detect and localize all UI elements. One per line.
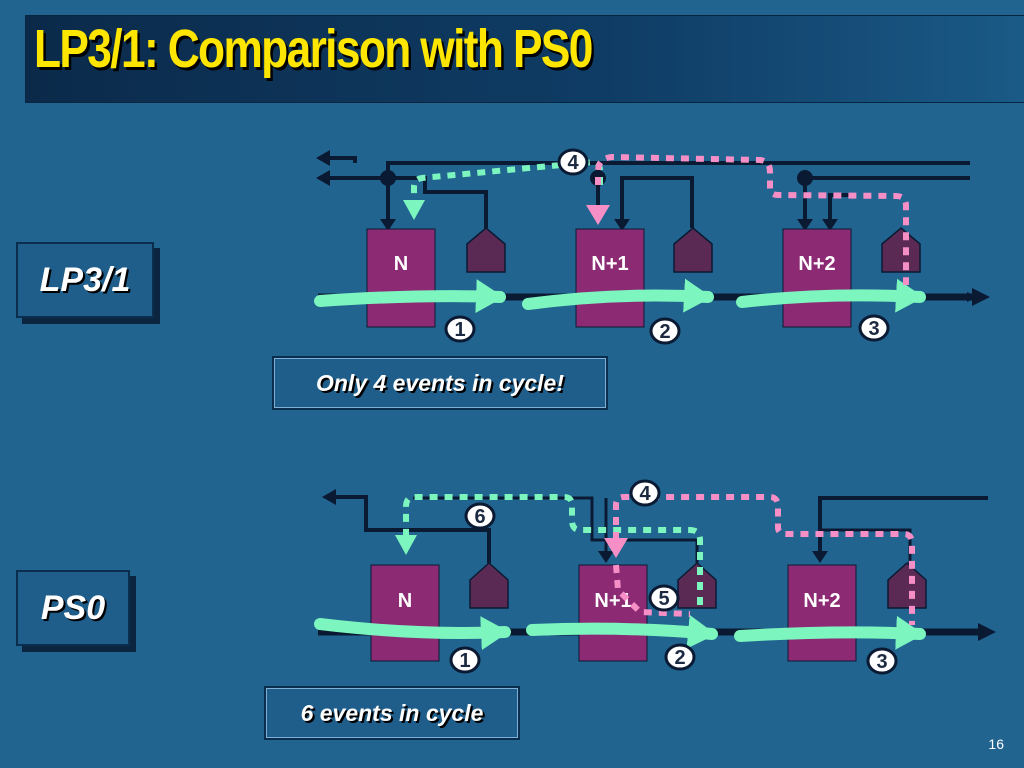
lp31-wire-c2 bbox=[620, 176, 694, 228]
svg-text:3: 3 bbox=[876, 651, 887, 673]
lp31-req-arrowhead bbox=[586, 205, 610, 225]
ps0-event-4: 4 bbox=[629, 479, 661, 507]
lp31-flow-2 bbox=[522, 278, 714, 313]
ps0-c-element-3 bbox=[887, 561, 927, 609]
ps0-wire-a bbox=[330, 495, 491, 563]
ps0-label: PS0 bbox=[16, 570, 130, 646]
svg-text:1: 1 bbox=[454, 319, 465, 341]
svg-text:5: 5 bbox=[658, 588, 669, 610]
ps0-stage-n1-label: N+1 bbox=[594, 590, 631, 612]
lp31-stage-n1-label: N+1 bbox=[591, 253, 628, 275]
ps0-stage-n bbox=[370, 564, 440, 662]
lp31-wire-a bbox=[320, 161, 970, 180]
lp31-ack-out bbox=[320, 156, 357, 163]
ps0-flow-2 bbox=[526, 614, 718, 649]
ps0-note: 6 events in cycle bbox=[264, 686, 520, 740]
svg-text:4: 4 bbox=[639, 483, 651, 505]
lp31-diagram: N N+1 N+2 1 2 3 4 bbox=[314, 148, 990, 345]
ps0-event-1: 1 bbox=[449, 646, 481, 674]
ps0-c-element-1 bbox=[469, 561, 509, 609]
ps0-stage-n-label: N bbox=[398, 590, 412, 612]
lp31-stage-n1 bbox=[575, 228, 645, 328]
lp31-c-element-2 bbox=[673, 227, 713, 273]
svg-text:3: 3 bbox=[868, 318, 879, 340]
ps0-wire-c bbox=[818, 496, 988, 555]
ps0-req-loop bbox=[613, 494, 915, 625]
ps0-event-3: 3 bbox=[866, 647, 898, 675]
ps0-stage-n2 bbox=[787, 564, 857, 662]
lp31-event-2: 2 bbox=[649, 317, 681, 345]
ps0-data-arrowhead bbox=[978, 623, 996, 641]
svg-text:4: 4 bbox=[567, 152, 579, 174]
lp31-req-loop bbox=[595, 153, 909, 285]
ps0-wire-b bbox=[413, 496, 699, 563]
ps0-flow-1 bbox=[314, 616, 511, 651]
lp31-stage-n2 bbox=[782, 228, 852, 328]
lp31-event-4: 4 bbox=[557, 148, 589, 176]
ps0-stage-n2-label: N+2 bbox=[803, 590, 840, 612]
ps0-event-5: 5 bbox=[648, 584, 680, 612]
ps0-diagram: N N+1 N+2 1 2 3 4 bbox=[314, 479, 996, 675]
lp31-junction-1 bbox=[380, 170, 396, 186]
slide-title: LP3/1: Comparison with PS0 bbox=[34, 19, 593, 79]
ps0-req-arrowhead bbox=[604, 538, 628, 558]
lp31-stage-n2-label: N+2 bbox=[798, 253, 835, 275]
svg-text:2: 2 bbox=[674, 647, 685, 669]
ps0-stage-n1 bbox=[578, 564, 648, 662]
lp31-data-arrowhead bbox=[972, 288, 990, 306]
lp31-wire-c1 bbox=[388, 176, 488, 228]
ps0-ack-loop bbox=[395, 494, 703, 605]
lp31-c-element-1 bbox=[466, 227, 506, 273]
lp31-event-3: 3 bbox=[858, 314, 890, 342]
ps0-event-2: 2 bbox=[664, 643, 696, 671]
lp31-flow-1 bbox=[314, 279, 506, 314]
ps0-flow-3 bbox=[734, 615, 926, 650]
svg-text:6: 6 bbox=[474, 506, 485, 528]
lp31-event-1: 1 bbox=[444, 315, 476, 343]
ps0-inner-pink bbox=[613, 564, 691, 617]
slide-number: 16 bbox=[988, 736, 1004, 752]
svg-text:1: 1 bbox=[459, 650, 470, 672]
ps0-event-6: 6 bbox=[464, 502, 496, 530]
lp31-stage-n bbox=[366, 228, 436, 328]
lp31-stage-n-label: N bbox=[394, 253, 408, 275]
title-bar bbox=[26, 16, 1024, 102]
lp31-note: Only 4 events in cycle! bbox=[272, 356, 608, 410]
lp31-junction-3 bbox=[797, 170, 813, 186]
svg-text:2: 2 bbox=[659, 321, 670, 343]
lp31-flow-3 bbox=[736, 278, 926, 313]
lp31-c-element-3 bbox=[881, 227, 921, 273]
lp31-label: LP3/1 bbox=[16, 242, 154, 318]
